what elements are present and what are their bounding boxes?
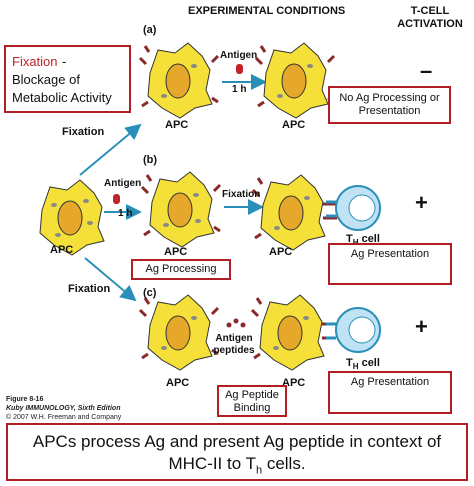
sign-c: + (415, 314, 428, 339)
time-label-a: 1 h (232, 84, 247, 95)
fixation-description: - Blockage of Metabolic Activity (12, 54, 112, 105)
arrow-to-c (84, 257, 137, 302)
apc-label-a1: APC (165, 119, 189, 131)
sign-b: + (415, 190, 428, 215)
antigen-icon-b (113, 194, 120, 204)
fixation-term: Fixation (12, 54, 58, 69)
antigen-peptides-label: Antigen peptides (213, 333, 255, 356)
result-box-b-presentation: Ag Presentation (328, 243, 452, 285)
apc-source (39, 179, 105, 256)
apc-label-b2: APC (269, 246, 293, 258)
figure-caption-line2: Kuby IMMUNOLOGY, Sixth Edition (6, 405, 121, 412)
result-box-c-binding: Ag Peptide Binding (217, 385, 287, 417)
result-text-c-binding: Ag Peptide Binding (225, 389, 279, 414)
result-box-a: No Ag Processing or Presentation (328, 86, 451, 124)
th-cell-c (326, 307, 381, 353)
result-text-a: No Ag Processing or Presentation (339, 92, 440, 117)
apc-label-source: APC (50, 244, 74, 256)
fixation-label-b: Fixation (222, 189, 261, 200)
result-box-b-processing: Ag Processing (131, 259, 231, 280)
conclusion-box: APCs process Ag and present Ag peptide i… (6, 423, 468, 481)
apc-c1 (138, 294, 220, 371)
apc-label-c2: APC (282, 377, 306, 389)
time-label-b: 1 h (118, 208, 133, 219)
fixation-label-c: Fixation (68, 283, 111, 295)
panel-letter-c: (c) (143, 287, 157, 299)
antigen-peptides-icon (226, 318, 246, 328)
panel-letter-a: (a) (143, 24, 157, 36)
apc-c2 (250, 294, 336, 371)
th-cell-label-c: TH cell (346, 357, 380, 372)
apc-label-a2: APC (282, 119, 306, 131)
result-text-b-presentation: Ag Presentation (350, 248, 430, 260)
apc-a2 (254, 42, 336, 119)
header-experimental-conditions: EXPERIMENTAL CONDITIONS (188, 5, 346, 17)
result-text-b-processing: Ag Processing (145, 263, 217, 275)
antigen-label-a: Antigen (220, 50, 258, 61)
fixation-label-a: Fixation (62, 126, 105, 138)
figure-caption: Figure 8-16 Kuby IMMUNOLOGY, Sixth Editi… (6, 395, 121, 422)
apc-b2 (251, 174, 337, 251)
th-cell-label-b: TH cell (346, 233, 380, 247)
apc-label-b1: APC (164, 246, 188, 258)
fixation-box: Fixation - Blockage of Metabolic Activit… (4, 45, 131, 113)
panel-letter-b: (b) (143, 154, 158, 166)
sign-a: – (420, 58, 433, 83)
th-cell-b (326, 185, 381, 231)
antigen-icon-a (236, 64, 243, 74)
apc-a1 (138, 42, 220, 119)
apc-label-c1: APC (166, 377, 190, 389)
apc-b1 (140, 171, 222, 248)
result-box-c-presentation: Ag Presentation (328, 371, 452, 414)
arrow-to-a (79, 123, 142, 176)
figure-caption-line1: Figure 8-16 (6, 396, 44, 403)
conclusion-text: APCs process Ag and present Ag peptide i… (32, 432, 442, 477)
header-tcell-activation: T-CELL ACTIVATION (397, 5, 463, 30)
antigen-label-b: Antigen (104, 178, 142, 189)
figure-caption-line3: © 2007 W.H. Freeman and Company (6, 414, 122, 421)
result-text-c-presentation: Ag Presentation (350, 376, 430, 388)
